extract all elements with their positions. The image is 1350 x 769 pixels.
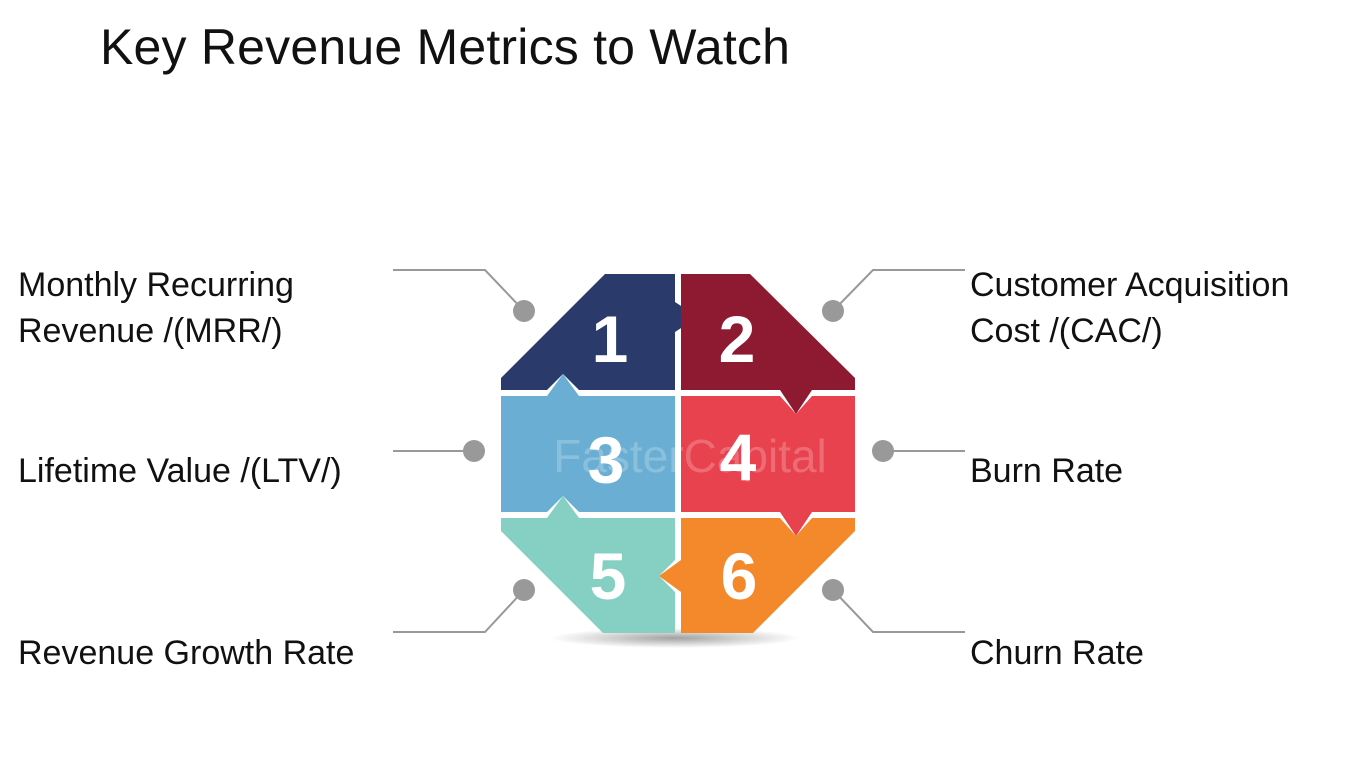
metric-label-burn-rate: Burn Rate [970, 448, 1123, 494]
connector-line-1 [393, 269, 525, 312]
metric-label-line: Revenue /(MRR/) [18, 312, 283, 350]
metric-label-ltv: Lifetime Value /(LTV/) [18, 448, 342, 494]
connector-group [393, 269, 965, 633]
connector-line-6 [832, 589, 965, 633]
connector-dot-4 [872, 440, 894, 462]
connector-line-5 [393, 589, 525, 633]
metric-label-churn-rate: Churn Rate [970, 630, 1144, 676]
piece-number-3: 3 [588, 423, 625, 497]
puzzle-piece-1 [501, 274, 698, 390]
puzzle-piece-5 [501, 496, 675, 633]
metric-label-mrr: Monthly Recurring Revenue /(MRR/) [18, 262, 294, 354]
metric-label-line: Monthly Recurring [18, 266, 294, 304]
watermark-text: FasterCapital [553, 430, 827, 482]
puzzle-piece-6 [659, 518, 855, 633]
metric-label-line: Churn Rate [970, 634, 1144, 672]
metric-label-cac: Customer Acquisition Cost /(CAC/) [970, 262, 1289, 354]
puzzle-piece-2 [681, 274, 855, 414]
piece-number-1: 1 [592, 302, 629, 376]
piece-number-2: 2 [719, 302, 756, 376]
metric-label-line: Revenue Growth Rate [18, 634, 355, 672]
connector-dot-6 [822, 579, 844, 601]
page-title: Key Revenue Metrics to Watch [100, 19, 791, 75]
metric-label-line: Burn Rate [970, 452, 1124, 490]
metric-label-line: Customer Acquisition [970, 266, 1290, 304]
metric-label-revenue-growth: Revenue Growth Rate [18, 630, 354, 676]
puzzle-piece-4 [681, 396, 855, 536]
connector-dot-2 [822, 300, 844, 322]
connector-dot-5 [513, 579, 535, 601]
connector-dot-1 [513, 300, 535, 322]
connector-line-2 [832, 269, 965, 312]
metric-label-line: Cost /(CAC/) [970, 312, 1163, 350]
metric-label-line: Lifetime Value /(LTV/) [18, 452, 342, 490]
piece-number-4: 4 [720, 420, 757, 494]
puzzle-piece-3 [501, 374, 675, 512]
piece-number-6: 6 [721, 539, 758, 613]
connector-dot-3 [463, 440, 485, 462]
piece-number-5: 5 [590, 539, 627, 613]
